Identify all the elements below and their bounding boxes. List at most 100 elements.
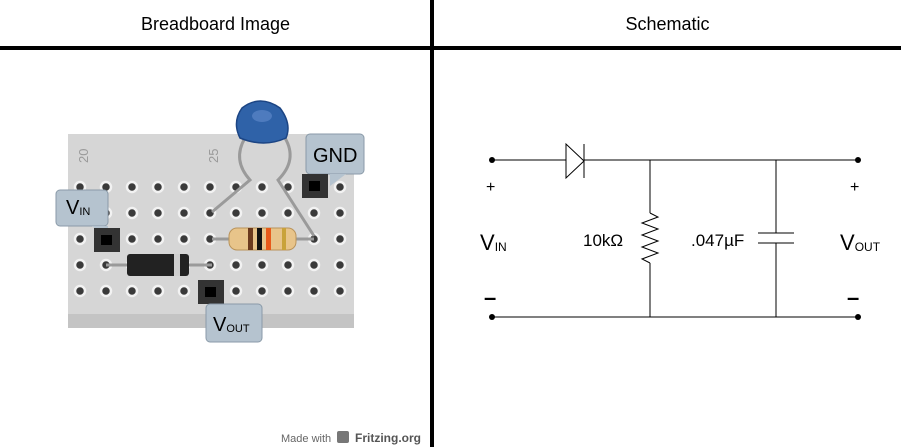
schematic-vout-sub: OUT: [855, 240, 881, 254]
vin-plus-sign: +: [486, 179, 495, 196]
schematic-resistor-symbol: [640, 212, 660, 264]
row-number-20: 20: [76, 149, 91, 163]
fritzing-credit: Made with Fritzing.org: [281, 431, 421, 445]
breadboard-hole: [125, 284, 139, 298]
breadboard-hole: [177, 232, 191, 246]
vout-label-box: [205, 303, 263, 343]
breadboard-hole: [281, 284, 295, 298]
svg-text:VOUT: VOUT: [840, 230, 881, 255]
resistor-band-1: [248, 228, 253, 250]
panel-divider: [430, 0, 434, 447]
vout-probe-hole: [205, 287, 216, 297]
breadboard-hole: [177, 180, 191, 194]
vin-label-main: V: [66, 197, 80, 219]
terminal-vout-minus: [855, 314, 861, 320]
breadboard-hole: [99, 284, 113, 298]
breadboard-hole: [307, 206, 321, 220]
breadboard-hole: [73, 258, 87, 272]
breadboard-hole: [125, 206, 139, 220]
terminal-vin-minus: [489, 314, 495, 320]
breadboard-hole: [307, 284, 321, 298]
breadboard-hole: [73, 284, 87, 298]
capacitor-leg-right: [276, 137, 316, 237]
breadboard-hole: [307, 258, 321, 272]
vout-label: VOUT: [198, 280, 263, 343]
diode: [106, 254, 212, 276]
schematic-vout-main: V: [840, 230, 855, 255]
breadboard-hole: [177, 206, 191, 220]
schematic-vin-sub: IN: [495, 240, 507, 254]
breadboard-hole: [333, 206, 347, 220]
breadboard-panel: 20 25 VIN GND: [55, 100, 421, 445]
breadboard-hole: [203, 180, 217, 194]
resistor-band-4: [282, 228, 286, 250]
resistor-band-3: [266, 228, 271, 250]
breadboard-hole: [151, 180, 165, 194]
resistor-band-2: [257, 228, 262, 250]
vin-minus-sign: –: [484, 285, 496, 310]
diode-cathode-band: [174, 254, 180, 276]
resistor-value-label: 10kΩ: [583, 231, 623, 250]
diode-symbol-triangle: [565, 142, 585, 180]
vin-label-box: [55, 189, 109, 227]
breadboard-hole: [255, 258, 269, 272]
breadboard-hole: [73, 232, 87, 246]
breadboard-hole: [333, 284, 347, 298]
fritzing-brand: Fritzing.org: [355, 431, 421, 445]
gnd-label-pointer: [330, 174, 346, 186]
svg-text:VIN: VIN: [480, 230, 507, 255]
row-number-25: 25: [206, 149, 221, 163]
vin-label: VIN: [55, 189, 120, 252]
gnd-label: GND: [302, 133, 365, 198]
made-with-text: Made with: [281, 433, 331, 445]
breadboard-hole: [151, 206, 165, 220]
gnd-label-text: GND: [313, 145, 357, 167]
breadboard-hole: [229, 206, 243, 220]
ceramic-capacitor: [235, 100, 289, 144]
schematic-panel: + + – – VIN VOUT 10kΩ .047µF: [480, 142, 881, 320]
svg-text:VOUT: VOUT: [213, 314, 250, 336]
resistor-body: [228, 227, 297, 251]
breadboard-hole: [281, 206, 295, 220]
terminal-vout-plus: [855, 157, 861, 163]
breadboard-hole: [229, 284, 243, 298]
resistor: [212, 227, 314, 251]
breadboard-hole: [333, 180, 347, 194]
vout-label-main: V: [213, 314, 227, 336]
breadboard-hole: [229, 258, 243, 272]
schematic-vin-main: V: [480, 230, 495, 255]
fritzing-logo-icon: [337, 431, 349, 443]
capacitor-legs: [211, 137, 316, 237]
vin-probe-hole: [101, 235, 112, 245]
breadboard-hole: [281, 258, 295, 272]
schematic-diode: [565, 142, 585, 180]
schematic-header: Schematic: [625, 13, 710, 34]
header-divider-left: [0, 46, 430, 50]
capacitor-body: [235, 100, 289, 144]
diode-body: [127, 254, 189, 276]
capacitor-leg-left: [211, 137, 253, 214]
vout-label-sub: OUT: [226, 323, 250, 335]
breadboard-hole: [255, 180, 269, 194]
schematic-wires: [492, 159, 858, 318]
breadboard-hole: [255, 206, 269, 220]
breadboard-hole: [177, 284, 191, 298]
schematic-terminals: [489, 157, 861, 320]
terminal-vin-plus: [489, 157, 495, 163]
breadboard-header: Breadboard Image: [140, 13, 291, 34]
vin-label-sub: IN: [79, 206, 90, 218]
gnd-probe-hole: [309, 181, 320, 191]
breadboard-hole: [125, 180, 139, 194]
svg-text:VIN: VIN: [66, 197, 90, 219]
breadboard-hole: [255, 284, 269, 298]
schematic-capacitor: [758, 232, 794, 244]
header-divider-right: [434, 46, 901, 50]
capacitor-value-label: .047µF: [691, 231, 744, 250]
capacitor-highlight: [252, 110, 272, 122]
vout-minus-sign: –: [847, 285, 859, 310]
breadboard-hole: [333, 258, 347, 272]
vout-plus-sign: +: [850, 179, 859, 196]
breadboard-hole: [125, 232, 139, 246]
breadboard-hole: [151, 232, 165, 246]
breadboard-hole: [333, 232, 347, 246]
